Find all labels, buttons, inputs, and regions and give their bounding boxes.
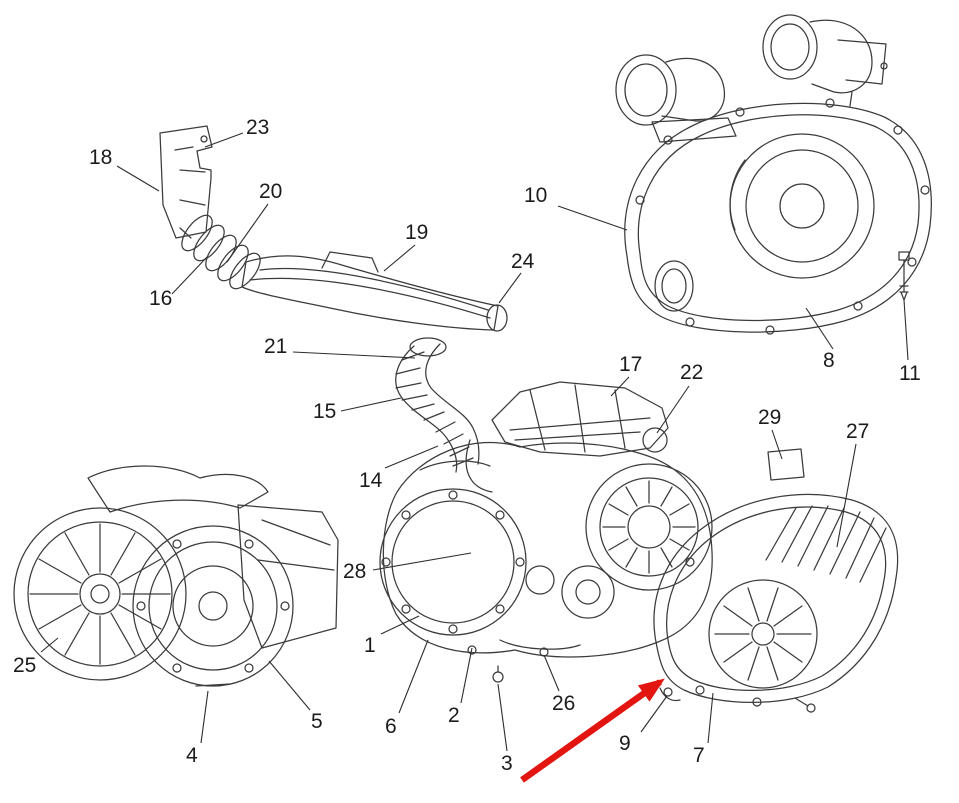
callout-20: 20	[259, 180, 283, 203]
manifold-drawing	[465, 381, 669, 493]
callout-15: 15	[313, 400, 337, 423]
callout-7: 7	[693, 744, 705, 767]
callout-21: 21	[264, 335, 288, 358]
round-cover-drawing	[132, 525, 294, 687]
callout-18: 18	[89, 146, 113, 169]
callout-2: 2	[448, 704, 460, 727]
callout-17: 17	[619, 353, 643, 376]
callout-19: 19	[405, 221, 429, 244]
callout-29: 29	[758, 406, 782, 429]
callout-5: 5	[311, 710, 323, 733]
decal-label-drawing	[767, 448, 805, 481]
outer-clutch-cover-drawing	[624, 98, 932, 335]
callout-25: 25	[13, 654, 37, 677]
callout-1: 1	[364, 634, 376, 657]
callout-24: 24	[511, 250, 535, 273]
callout-4: 4	[186, 744, 198, 767]
callout-6: 6	[385, 715, 397, 738]
callout-8: 8	[823, 349, 835, 372]
callout-28: 28	[343, 560, 367, 583]
exploded-view-art	[13, 14, 932, 713]
callout-27: 27	[846, 420, 870, 443]
elbow-duct-drawing	[395, 337, 480, 473]
inner-clutch-cover-drawing	[653, 493, 899, 713]
callout-22: 22	[680, 361, 704, 384]
leader-lines	[40, 132, 909, 752]
bolt-drawing	[898, 251, 910, 301]
callout-3: 3	[501, 752, 513, 775]
callout-10: 10	[524, 184, 548, 207]
intake-bracket-drawing	[159, 125, 213, 239]
fan-wheel-drawing	[13, 507, 187, 681]
air-duct-drawing	[241, 251, 508, 332]
engine-case-drawing	[379, 441, 713, 683]
callout-26: 26	[552, 692, 576, 715]
callout-11: 11	[899, 362, 921, 385]
callout-9: 9	[619, 732, 631, 755]
intake-horns-drawing	[615, 14, 888, 143]
bellows-drawing	[179, 214, 261, 290]
callout-14: 14	[359, 469, 383, 492]
callout-23: 23	[246, 116, 270, 139]
rear-cover-plate-drawing	[87, 465, 339, 649]
red-pointer-arrow	[520, 678, 665, 783]
callout-16: 16	[149, 287, 173, 310]
